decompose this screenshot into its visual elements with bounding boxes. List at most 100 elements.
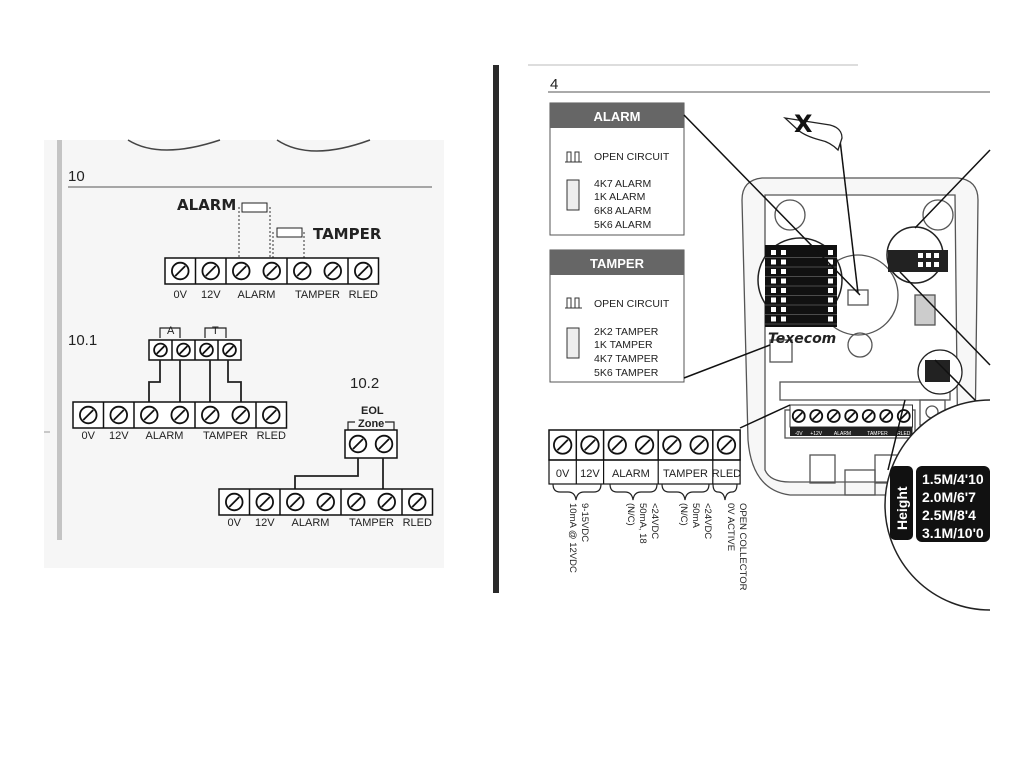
spec-text: (N/C) — [625, 503, 636, 526]
alarm-box-title: ALARM — [594, 109, 641, 124]
terminal-label: TAMPER — [349, 517, 394, 529]
pcb-terminal-label: -0V — [795, 431, 803, 437]
terminal-label: 12V — [201, 289, 221, 301]
spec-text: OPEN COLLECTOR — [737, 503, 748, 591]
leader-lines — [683, 114, 991, 471]
svg-text:X: X — [794, 110, 813, 138]
tamper-resistor — [276, 227, 303, 238]
screw-terminal-icon — [408, 492, 427, 512]
height-option: 3.1M/10'0 — [922, 525, 984, 541]
screw-terminal-icon — [634, 435, 655, 455]
screw-terminal-icon — [553, 435, 573, 455]
tamper-box-title: TAMPER — [590, 256, 645, 271]
terminal-label: ALARM — [238, 289, 276, 301]
screw-terminal-icon — [374, 434, 394, 454]
jumper-block — [765, 245, 837, 327]
terminal-label: ALARM — [146, 430, 184, 442]
pcb-terminal-label: RLED — [897, 431, 911, 437]
tamper-option: 5K6 TAMPER — [594, 367, 659, 379]
height-option: 1.5M/4'10 — [922, 471, 984, 487]
screw-terminal-icon — [153, 342, 168, 358]
alarm-option: 1K ALARM — [594, 191, 645, 203]
terminal-label: 12V — [255, 517, 275, 529]
left-margin-bar — [57, 140, 62, 540]
screw-terminal-icon — [347, 492, 366, 512]
height-option: 2.0M/6'7 — [922, 489, 976, 505]
screw-terminal-icon — [323, 261, 342, 281]
screw-terminal-icon — [348, 434, 368, 454]
terminal-label: 0V — [556, 468, 570, 480]
section-10-2-number: 10.2 — [350, 375, 379, 392]
terminal-label: ALARM — [612, 468, 650, 480]
brand-logo: Texecom — [768, 331, 836, 347]
section-10-number: 10 — [68, 168, 85, 185]
terminal-label: RLED — [712, 468, 741, 480]
alarm-resistor — [241, 202, 268, 213]
spec-text: <24VDC — [702, 503, 713, 539]
screw-terminal-icon — [109, 405, 128, 425]
section-4-number: 4 — [550, 76, 558, 93]
spec-text: 9-15VDC — [579, 503, 590, 542]
terminal-block-eol-zone — [344, 429, 398, 459]
screw-terminal-icon — [262, 405, 281, 425]
terminal-label: TAMPER — [295, 289, 340, 301]
screw-terminal-icon — [377, 492, 396, 512]
screw-terminal-icon — [716, 435, 737, 455]
pcb-terminal-label: TAMPER — [867, 431, 888, 437]
eol-label: EOL — [361, 405, 384, 417]
terminal-label: 12V — [109, 430, 129, 442]
tamper-resistor-label: TAMPER — [313, 225, 382, 243]
tamper-open-circuit: OPEN CIRCUIT — [594, 298, 670, 310]
screw-terminal-icon — [879, 409, 894, 423]
screw-terminal-icon — [354, 261, 373, 281]
terminal-label: 12V — [580, 468, 600, 480]
bracket-t-label: T — [212, 325, 219, 337]
screw-terminal-icon — [79, 405, 98, 425]
terminal-label: 0V — [228, 517, 242, 529]
screw-terminal-icon — [689, 435, 709, 455]
terminal-label: RLED — [257, 430, 286, 442]
terminal-block-section-10: 0V 12V ALARM TAMPER RLED — [164, 257, 380, 301]
spec-text: 50mA — [690, 503, 701, 528]
screw-terminal-icon — [861, 409, 876, 423]
terminal-label: RLED — [349, 289, 378, 301]
terminal-label: ALARM — [292, 517, 330, 529]
screw-terminal-icon — [607, 435, 627, 455]
screw-terminal-icon — [844, 409, 859, 423]
terminal-block-eol-a-t — [148, 339, 242, 361]
screw-terminal-icon — [201, 261, 220, 281]
terminal-specs: 9-15VDC 10mA @ 12VDC <24VDC 50mA, 18 (N/… — [567, 503, 748, 591]
screw-terminal-icon — [222, 342, 237, 358]
screw-terminal-icon — [170, 405, 189, 425]
tamper-option: 2K2 TAMPER — [594, 326, 659, 338]
screw-terminal-icon — [826, 409, 841, 423]
screw-terminal-icon — [286, 492, 305, 512]
tamper-option: 1K TAMPER — [594, 339, 653, 351]
spec-brackets — [552, 483, 738, 501]
alarm-option: 5K6 ALARM — [594, 219, 651, 231]
spec-text: 0V ACTIVE — [725, 503, 736, 551]
spec-text: <24VDC — [649, 503, 660, 539]
screw-terminal-icon — [199, 342, 214, 358]
page-spine — [493, 65, 499, 593]
screw-terminal-icon — [201, 405, 220, 425]
jumper-open-icon — [565, 151, 582, 163]
bracket-a-label: A — [167, 325, 175, 337]
screw-terminal-icon — [293, 261, 312, 281]
screw-terminal-icon — [791, 409, 806, 423]
screw-terminal-icon — [140, 405, 159, 425]
pcb-terminal-label: +12V — [810, 431, 822, 437]
terminal-label: TAMPER — [203, 430, 248, 442]
alarm-option: 6K8 ALARM — [594, 205, 651, 217]
terminal-label: 0V — [174, 289, 188, 301]
height-option: 2.5M/8'4 — [922, 507, 976, 523]
screw-terminal-icon — [316, 492, 335, 512]
alarm-open-circuit: OPEN CIRCUIT — [594, 151, 670, 163]
jumper-closed-icon — [566, 179, 580, 211]
alarm-resistor-label: ALARM — [177, 196, 236, 214]
